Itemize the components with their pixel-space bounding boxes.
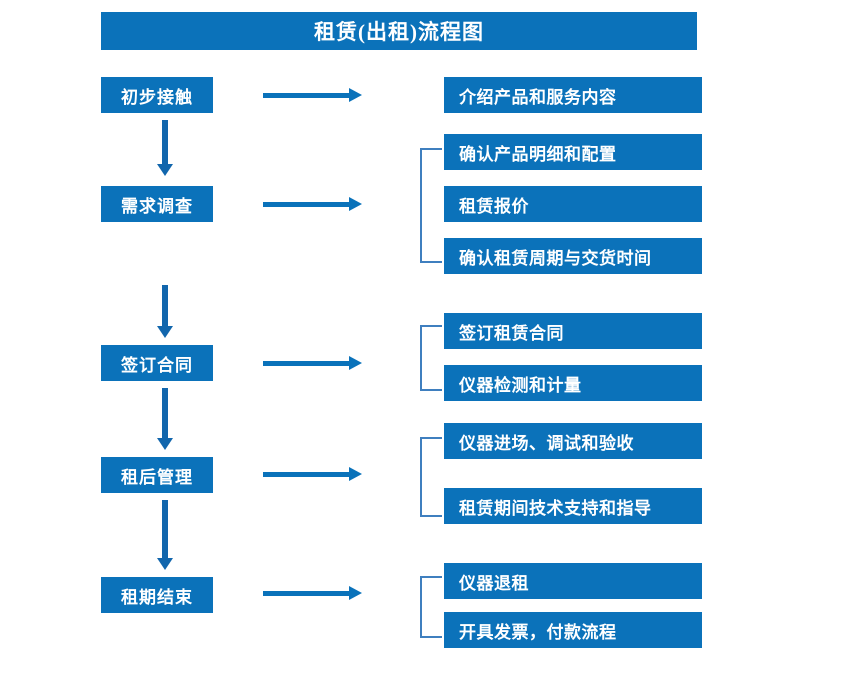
stage-box-2[interactable]: 需求调查	[101, 186, 213, 222]
arrow-head	[349, 197, 362, 211]
arrow-shaft	[263, 472, 350, 477]
vertical-arrow-3	[157, 388, 173, 450]
vertical-arrow-2	[157, 285, 173, 338]
detail-box-2[interactable]: 确认产品明细和配置	[444, 134, 702, 170]
arrow-head	[349, 88, 362, 102]
stage-box-5[interactable]: 租期结束	[101, 577, 213, 613]
detail-box-7[interactable]: 仪器进场、调试和验收	[444, 423, 702, 459]
arrow-shaft	[263, 361, 350, 366]
stage-box-4[interactable]: 租后管理	[101, 457, 213, 493]
group-bracket-3	[420, 437, 442, 517]
detail-box-8[interactable]: 租赁期间技术支持和指导	[444, 488, 702, 524]
arrow-shaft	[263, 202, 350, 207]
detail-box-9[interactable]: 仪器退租	[444, 563, 702, 599]
detail-box-10[interactable]: 开具发票，付款流程	[444, 612, 702, 648]
detail-box-6[interactable]: 仪器检测和计量	[444, 365, 702, 401]
group-bracket-2	[420, 325, 442, 391]
arrow-shaft	[162, 500, 168, 558]
vertical-arrow-4	[157, 500, 173, 570]
detail-box-3[interactable]: 租赁报价	[444, 186, 702, 222]
stage-box-3[interactable]: 签订合同	[101, 345, 213, 381]
arrow-shaft	[162, 388, 168, 438]
arrow-head	[157, 164, 173, 176]
arrow-shaft	[263, 93, 350, 98]
arrow-head	[157, 438, 173, 450]
arrow-shaft	[263, 591, 350, 596]
arrow-head	[157, 558, 173, 570]
horizontal-arrow-5	[263, 586, 362, 600]
stage-box-1[interactable]: 初步接触	[101, 77, 213, 113]
group-bracket-1	[420, 148, 442, 263]
group-bracket-4	[420, 576, 442, 638]
arrow-head	[349, 467, 362, 481]
arrow-head	[349, 586, 362, 600]
detail-box-4[interactable]: 确认租赁周期与交货时间	[444, 238, 702, 274]
detail-box-5[interactable]: 签订租赁合同	[444, 313, 702, 349]
arrow-shaft	[162, 120, 168, 164]
detail-box-1[interactable]: 介绍产品和服务内容	[444, 77, 702, 113]
arrow-head	[349, 356, 362, 370]
horizontal-arrow-3	[263, 356, 362, 370]
horizontal-arrow-1	[263, 88, 362, 102]
horizontal-arrow-4	[263, 467, 362, 481]
vertical-arrow-1	[157, 120, 173, 176]
diagram-title: 租赁(出租)流程图	[101, 12, 697, 50]
arrow-head	[157, 326, 173, 338]
arrow-shaft	[162, 285, 168, 326]
horizontal-arrow-2	[263, 197, 362, 211]
